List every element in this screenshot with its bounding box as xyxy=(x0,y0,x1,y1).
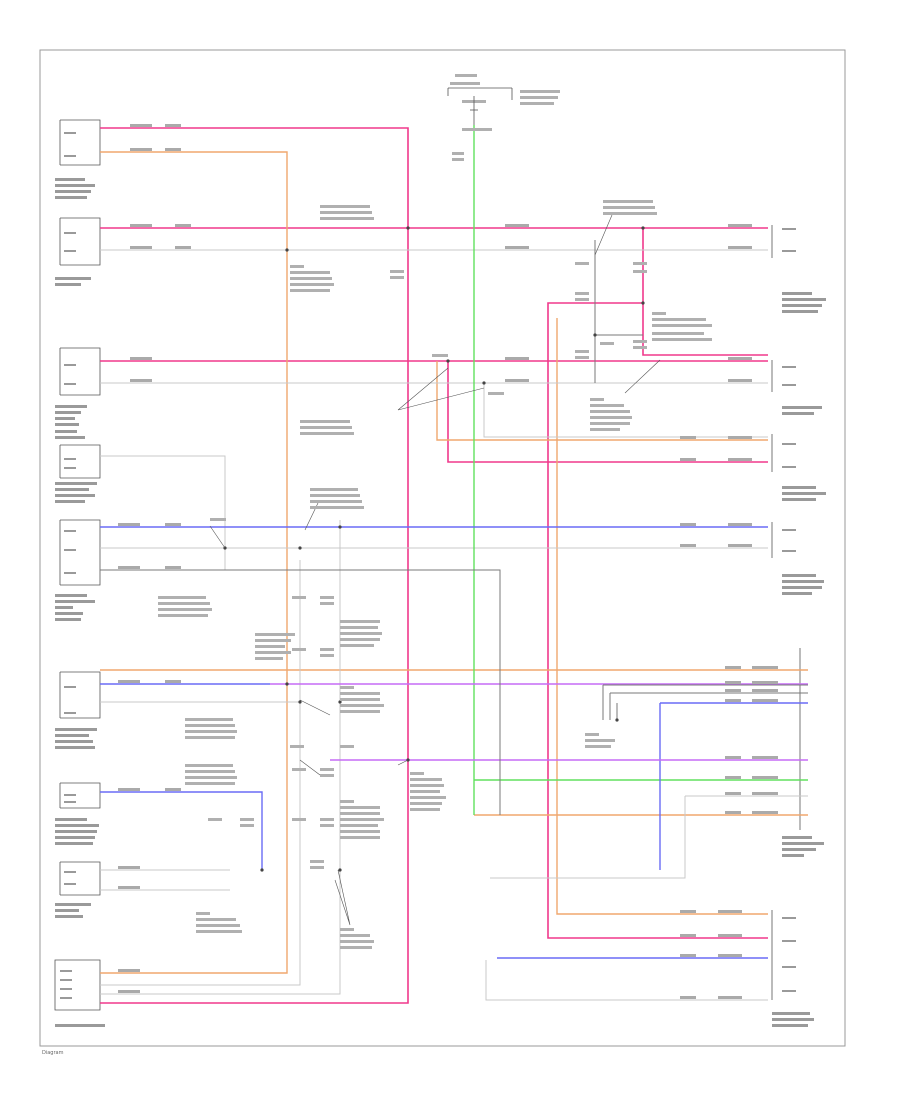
right-connectors xyxy=(771,225,801,1000)
pink-wires xyxy=(100,127,768,1004)
splice-points xyxy=(223,226,645,872)
power-source-symbol xyxy=(447,87,513,125)
connector-pin-marks xyxy=(60,132,76,999)
green-wires xyxy=(473,125,808,815)
violet-wires xyxy=(270,683,808,761)
left-connectors xyxy=(54,119,101,1011)
callout-annotations xyxy=(158,74,712,949)
diagram-caption: Diagram xyxy=(42,1050,64,1056)
right-module-labels xyxy=(772,228,826,1027)
leader-lines xyxy=(209,214,661,926)
blue-wires xyxy=(100,526,808,959)
wire-code-labels xyxy=(118,124,778,999)
gray-wires xyxy=(100,249,808,1001)
orange-wires xyxy=(100,151,808,974)
left-module-labels xyxy=(55,178,105,1027)
diagram-frame xyxy=(39,49,846,1047)
